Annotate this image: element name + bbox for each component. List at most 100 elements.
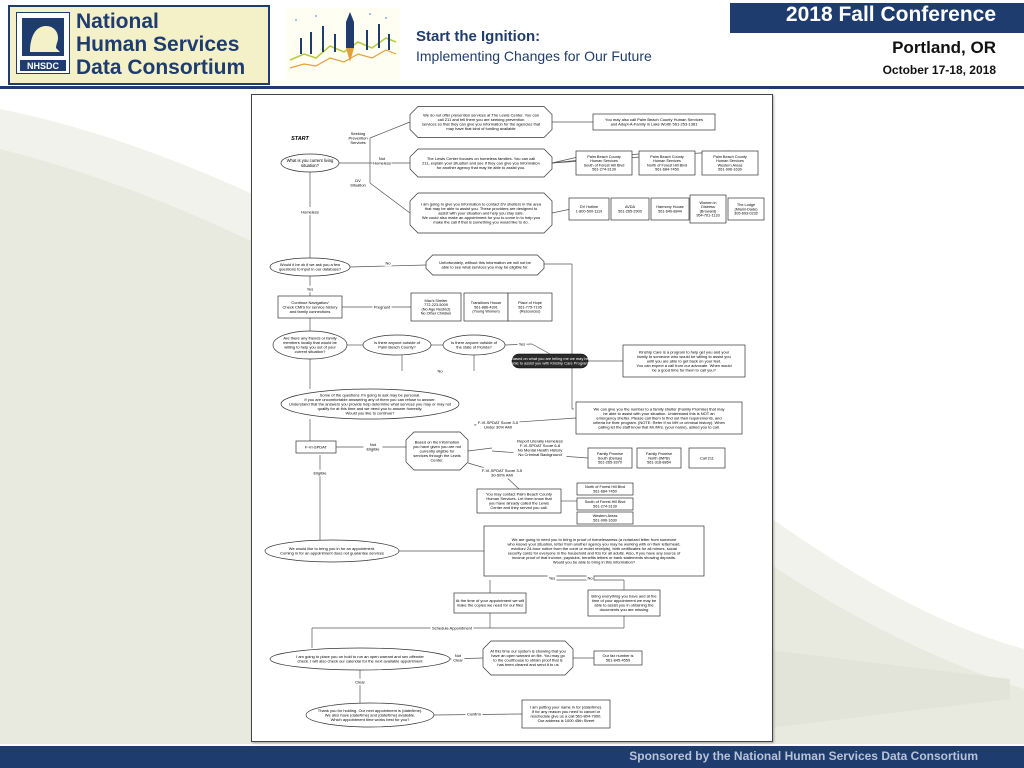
node-text-line: No — [385, 260, 391, 265]
node-text-line: situation? — [301, 163, 320, 168]
flow-node-dv-shelters: I am going to give you information to co… — [409, 192, 553, 234]
node-text-line: At the time of your appointment we will — [456, 598, 525, 603]
process-box — [576, 497, 634, 511]
node-text-line: DV Hotline — [580, 205, 598, 209]
process-box — [453, 592, 527, 614]
node-text-line: currently eligible for — [420, 448, 455, 453]
flow-node-bring-everything: Bring everything you have and at thetime… — [587, 589, 661, 617]
node-text-line: Center and they served you call. — [490, 505, 547, 510]
node-text-line: for another agency that may be able to a… — [437, 165, 526, 170]
node-text-line: able to assist you with Kinship Care Pro… — [511, 361, 588, 366]
flow-node-no-1: No — [384, 259, 392, 267]
node-text-line: North of Forest Hill Blvd — [647, 163, 687, 167]
node-text-line: Place of Hope — [518, 301, 542, 305]
node-text-line: Some of the questions I'm going to ask m… — [320, 392, 421, 397]
logo-line-3: Data Consortium — [76, 56, 246, 79]
node-text-line: calling let the staff know that Mr./Mrs.… — [598, 424, 720, 429]
stop-octagon — [482, 640, 574, 676]
header-divider — [0, 86, 1024, 89]
node-text-line: Yes — [307, 286, 314, 291]
node-text-line: Family Promise — [646, 452, 672, 456]
flow-node-call-211: Call 211 — [688, 447, 726, 469]
node-text-line: eviction/ 24-hour notice from the court … — [511, 546, 677, 551]
stop-octagon — [425, 254, 545, 276]
node-text-line: Women in — [699, 201, 716, 205]
process-box — [463, 292, 509, 322]
node-text-line: We could also make an appointment for yo… — [422, 215, 540, 220]
label-background — [346, 130, 370, 146]
node-text-line: Which appointment time works best for yo… — [331, 717, 410, 722]
process-box — [689, 194, 727, 224]
node-text-line: Based on the information — [415, 439, 459, 444]
node-text-line: Kinship Care is a program to help get yo… — [639, 349, 730, 354]
node-text-line: Understand that the answers you provide … — [289, 401, 452, 406]
node-text-line: Homeless — [373, 161, 391, 166]
node-text-line: F-VI-SPDAT Score 3-5 — [482, 468, 523, 473]
node-text-line: We would like to bring you in for an app… — [289, 546, 375, 551]
node-text-line: I am putting your name in for (date/time… — [530, 705, 602, 710]
stop-octagon — [409, 192, 553, 234]
node-text-line: 561-996-1630 — [593, 518, 617, 522]
flow-node-continue-nav: Continue Navigation/Check CMIS for servi… — [277, 295, 343, 319]
node-text-line: North of Forest Hill Blvd — [585, 485, 625, 489]
node-text-line: you have already called the Lewis — [489, 501, 549, 506]
node-text-line: make the copies we need for our files — [457, 603, 523, 608]
node-text-line: who knows your situation, letter from an… — [508, 542, 681, 547]
flow-node-personal-questions: Some of the questions I'm going to ask m… — [280, 388, 460, 420]
node-text-line: (Young Women) — [472, 310, 500, 314]
node-text-line: 561-274-3139 — [592, 168, 616, 172]
flow-node-yes-2: Yes — [517, 340, 527, 348]
flow-node-lewis-focus: The Lewis Center focuses on homeless fam… — [409, 148, 553, 178]
process-box — [576, 511, 634, 525]
node-text-line: Pregnant — [374, 304, 391, 309]
node-text-line: No — [437, 368, 443, 373]
decision-ellipse — [269, 647, 451, 671]
nhsdc-logo: NHSDC National Human Services Data Conso… — [8, 5, 270, 85]
process-box — [507, 292, 553, 322]
process-box — [277, 295, 343, 319]
process-box — [568, 197, 610, 221]
process-box — [622, 344, 746, 378]
label-background — [363, 441, 383, 453]
node-text-line: Human Services — [590, 159, 618, 163]
label-background — [547, 574, 557, 582]
node-text-line: be a good time for them to call you? — [652, 367, 716, 372]
node-text-line: The Lewis Center focuses on homeless fam… — [427, 156, 535, 161]
footer-bar: Sponsored by the National Human Services… — [0, 746, 1024, 768]
node-text-line: Transitions House — [471, 301, 501, 305]
flow-node-the-lodge: The Lodge(Miami-Dade)305-693-0232 — [727, 197, 765, 221]
conference-title: 2018 Fall Conference — [785, 3, 996, 26]
flow-node-bring-in: We would like to bring you in for an app… — [264, 539, 400, 563]
node-text-line: (No Age Restrict) — [422, 307, 452, 311]
node-text-line: Eligible — [367, 447, 381, 452]
node-text-line: services so that they can give you infor… — [422, 122, 541, 127]
process-box — [576, 482, 634, 496]
node-text-line: may have that kind of funding available — [446, 126, 516, 131]
node-text-line: until you are able to get back on your f… — [647, 358, 722, 363]
label-background — [480, 467, 524, 479]
callout-pill — [511, 353, 589, 369]
node-text-line: Yes — [519, 341, 526, 346]
label-background — [451, 652, 465, 664]
nhsdc-emblem-icon: NHSDC — [16, 12, 70, 74]
node-text-line: Not — [370, 442, 377, 447]
node-text-line: Under 30% AMI — [484, 425, 512, 430]
node-text-line: Situation — [350, 183, 366, 188]
node-text-line: Clear — [453, 658, 463, 663]
process-box — [727, 197, 765, 221]
node-text-line: Western Areas — [593, 514, 618, 518]
